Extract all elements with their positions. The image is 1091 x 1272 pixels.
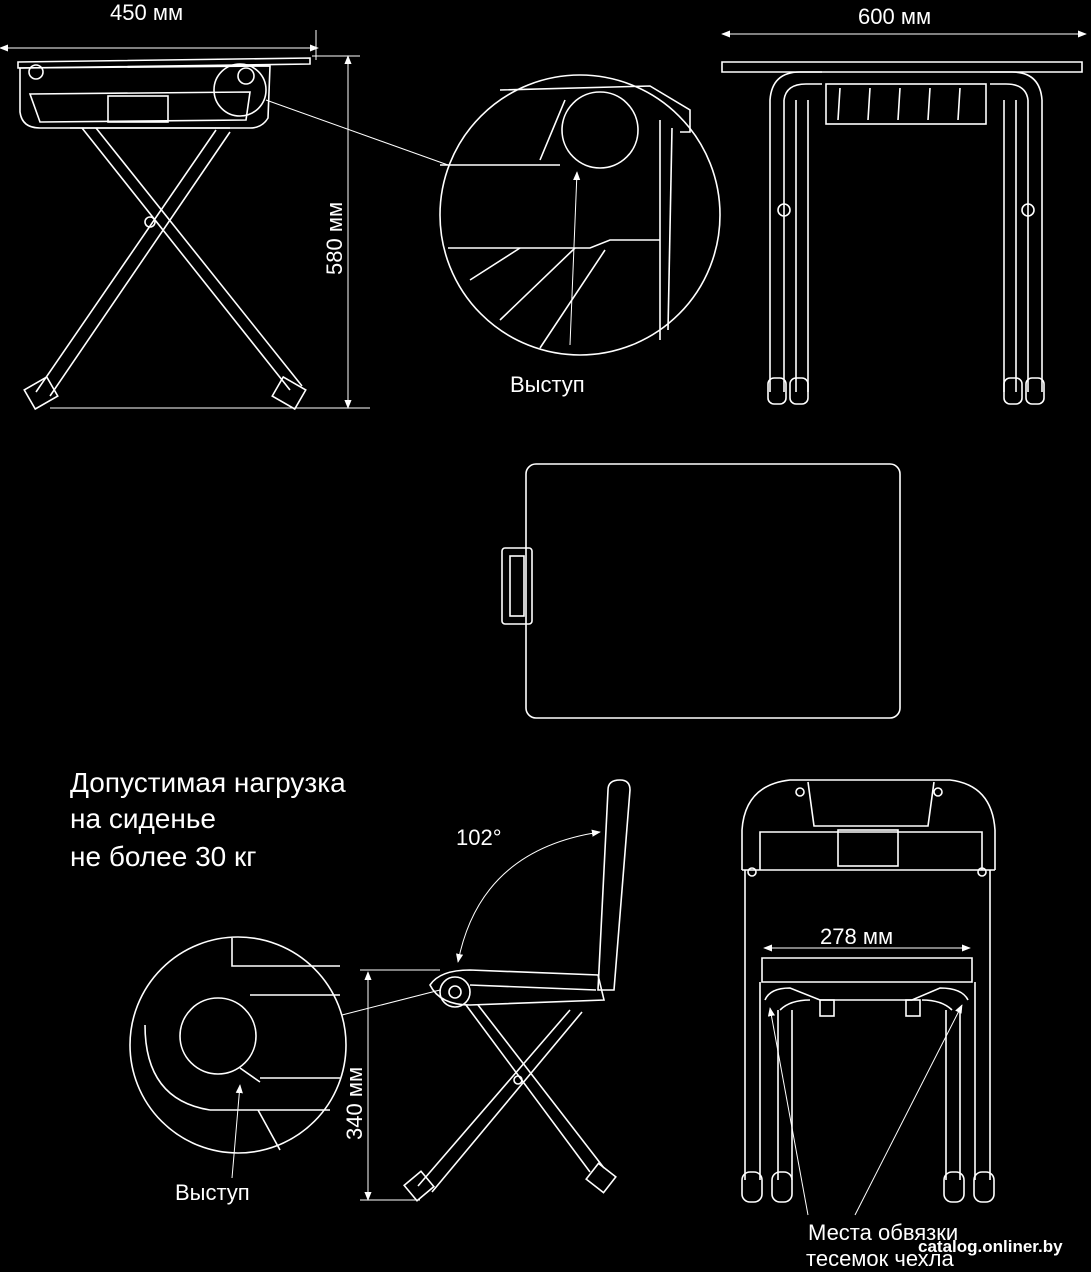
table-protrusion-label: Выступ [510, 372, 585, 397]
chair-detail-magnified: Выступ [129, 936, 441, 1205]
backrest-angle-label: 102° [456, 825, 502, 850]
table-width-label: 600 мм [858, 4, 931, 29]
cover-tie-points-line1: Места обвязки [808, 1220, 958, 1245]
watermark: catalog.onliner.by [918, 1237, 1063, 1256]
chair-protrusion-label: Выступ [175, 1180, 250, 1205]
load-note-line3: не более 30 кг [70, 841, 256, 872]
table-depth-label: 450 мм [110, 0, 183, 25]
load-note: Допустимая нагрузка на сиденье не более … [70, 767, 346, 872]
table-front-view: 600 мм [721, 4, 1087, 405]
load-note-line1: Допустимая нагрузка [70, 767, 346, 798]
chair-side-view: 102° 340 мм [342, 779, 631, 1202]
table-top-view [501, 463, 901, 719]
chair-front-view: 278 мм Места обвязки тесемок чехла [741, 779, 996, 1271]
table-height-label: 580 мм [322, 202, 347, 275]
table-side-view: 450 мм 580 мм [0, 0, 449, 411]
chair-inner-width-label: 278 мм [820, 924, 893, 949]
cover-tie-points-line2: тесемок чехла [806, 1246, 954, 1271]
load-note-line2: на сиденье [70, 803, 216, 834]
table-detail-magnified: Выступ [439, 74, 721, 397]
chair-height-label: 340 мм [342, 1067, 367, 1140]
